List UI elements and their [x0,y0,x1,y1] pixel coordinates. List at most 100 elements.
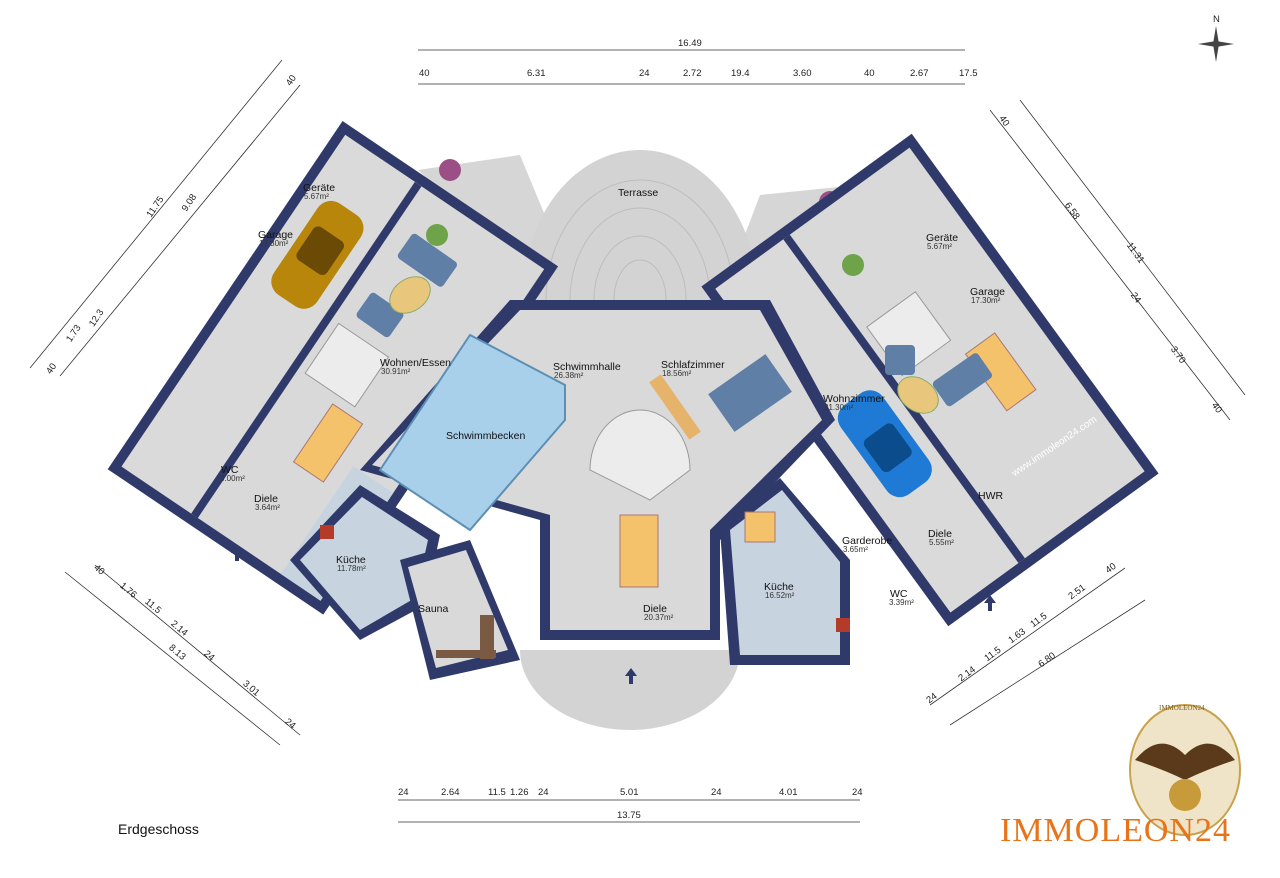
dim-ur: 40 [996,114,1011,129]
room-label-schwimmbecken: Schwimmbecken [446,430,526,442]
dim-ll: 24 [282,716,297,731]
room-label-garderobe: Garderobe [842,535,892,547]
room-label-schlafzimmer: Schlafzimmer [661,359,725,371]
sofa-icon [397,233,457,287]
stairs-icon [589,409,691,501]
dim-bottom-seg: 11.5 [488,787,506,798]
plant-icon [842,254,864,276]
room-area-wohnen-essen: 30.91m² [381,367,411,376]
dining-table-icon [964,332,1037,412]
dim-ll: 40 [91,562,106,577]
room-label-wohnzimmer: Wohnzimmer [823,393,885,405]
room-area-wc-left: 3.00m² [220,474,245,483]
dining-table-icon [744,511,776,543]
dining-table-icon [292,403,364,483]
sofa-icon [932,353,992,407]
entry-arrow-icon [984,595,996,611]
dim-ur: 3.70 [1168,344,1188,365]
lower-right [720,478,850,665]
dim-bottom-seg: 24 [852,787,863,798]
entry-terrace [520,650,740,730]
dim-lr-total: 6.80 [1036,650,1057,670]
dim-bottom-seg: 5.01 [620,787,639,798]
desk-icon [649,374,701,440]
brand-name: IMMOLEON24 [1000,812,1231,849]
dim-bottom-seg: 2.64 [441,787,460,798]
dim-bottom-total: 13.75 [617,810,641,821]
brand-crest-logo: IMMOLEON24 [1129,704,1241,836]
dim-lr: 24 [924,691,939,706]
dim-ul: 1.73 [64,323,83,344]
room-label-hwr: HWR [978,490,1003,502]
crest-text: IMMOLEON24 [1159,704,1205,712]
flower-pot-icon [439,159,461,181]
room-label-kueche-left: Küche [336,554,366,566]
room-area-schwimmhalle: 26.38m² [554,371,584,380]
dim-ll: 2.14 [168,618,189,638]
compass-icon: N [1198,14,1234,62]
room-labels: Terrasse Geräte 5.67m² Garage 17.30m² Wo… [220,182,1005,622]
dim-lr: 2.51 [1066,582,1087,602]
room-label-garage-left: Garage [258,229,293,241]
room-label-schwimmhalle: Schwimmhalle [553,361,621,373]
dimensions-lower-left: 40 1.76 11.5 2.14 24 3.01 24 8.13 [64,562,301,746]
room-label-diele-right: Diele [928,528,952,540]
dim-ll: 11.5 [142,596,163,616]
room-label-terrasse: Terrasse [618,187,658,199]
armchair-icon [356,292,404,338]
dim-ll: 3.01 [240,678,261,698]
dim-ll: 1.76 [117,580,138,600]
dim-top-seg: 6.31 [527,68,546,79]
room-label-wc-left: WC [221,464,239,476]
entry-arrow-icon [625,668,637,684]
dim-ll: 24 [201,648,216,663]
stairs-icon [304,322,390,408]
dim-bottom-seg: 24 [398,787,409,798]
living-furniture-left [356,224,457,338]
dimensions-bottom: 24 2.64 11.5 1.26 24 5.01 24 4.01 24 13.… [398,787,863,823]
dim-top-seg: 17.5 [959,68,978,79]
compass-label: N [1213,14,1220,25]
dim-bottom-seg: 1.26 [510,787,529,798]
dim-ul: 40 [284,73,299,88]
room-area-diele-center: 20.37m² [644,613,674,622]
room-label-diele-left: Diele [254,493,278,505]
central-block [360,300,835,640]
dim-bottom-seg: 24 [538,787,549,798]
dim-top-total: 16.49 [678,38,702,49]
room-area-geraete-left: 5.67m² [304,192,329,201]
dim-lr: 11.5 [1028,611,1049,630]
dim-top-seg: 40 [419,68,430,79]
pool [378,333,566,532]
lower-left [290,485,520,680]
room-label-sauna: Sauna [418,603,449,615]
rug-icon [389,276,431,314]
dim-top-seg: 19.4 [731,68,750,79]
room-label-wc-right: WC [890,588,908,600]
dim-ul: 11.75 [144,194,166,219]
room-area-diele-left: 3.64m² [255,503,280,512]
dim-bottom-seg: 24 [711,787,722,798]
plant-icon [426,224,448,246]
stove-icon [836,618,850,632]
dim-ul: 12.3 [87,307,106,328]
dim-top-seg: 2.72 [683,68,702,79]
dim-ul: 40 [44,361,59,376]
room-label-diele-center: Diele [643,603,667,615]
dim-ll-total: 8.13 [166,642,187,662]
room-area-schlafzimmer: 18.56m² [662,369,692,378]
dim-lr: 11.5 [982,645,1003,664]
room-area-diele-right: 5.55m² [929,538,954,547]
dimensions-top: 16.49 40 6.31 24 2.72 19.4 3.60 40 2.67 … [418,38,978,85]
room-area-garage-left: 17.30m² [259,239,289,248]
dim-ur: 6.58 [1062,200,1082,221]
floor-label: Erdgeschoss [118,821,199,837]
dim-ur: 24 [1128,290,1143,305]
entry-arrows [231,545,996,684]
room-label-geraete-right: Geräte [926,232,958,244]
dim-ur: 40 [1209,400,1224,415]
dining-table-icon [619,514,659,588]
dim-bottom-seg: 4.01 [779,787,798,798]
room-area-garderobe: 3.65m² [843,545,868,554]
